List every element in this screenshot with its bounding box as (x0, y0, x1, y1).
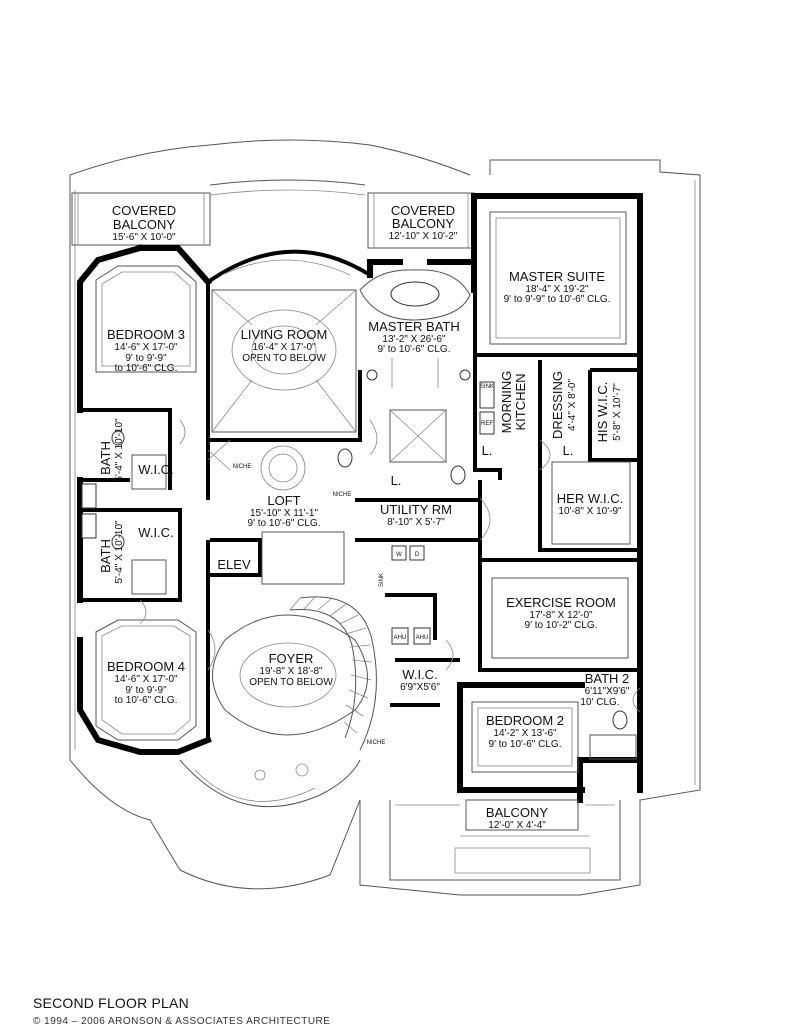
exercise-dim: 17'-8" X 12'-0" (529, 610, 593, 621)
dryer-label: D (415, 552, 420, 558)
his-wic-dim: 5'-8" X 10'-7" (612, 383, 623, 441)
linen-label-1: L. (391, 473, 402, 488)
ceiling-outlines (95, 211, 631, 773)
utility-sink-label: SINK (379, 573, 385, 587)
bedroom2-name: BEDROOM 2 (486, 713, 564, 728)
dressing-name: DRESSING (550, 371, 565, 439)
bedroom4-name: BEDROOM 4 (107, 659, 185, 674)
plan-title: SECOND FLOOR PLAN (33, 995, 189, 1011)
bath2-dim: 6'11"X9'6" (585, 686, 630, 697)
loft-dim: 15'-10" X 11'-1" (250, 508, 318, 519)
morning-kitchen-line2: KITCHEN (513, 373, 528, 430)
bedroom3-name: BEDROOM 3 (107, 327, 185, 342)
bath-lower-name: BATH (98, 539, 113, 573)
utility-name: UTILITY RM (380, 502, 452, 517)
loft-name: LOFT (267, 493, 300, 508)
elevator-name: ELEV (217, 557, 251, 572)
bath2-clg: 10' CLG. (580, 697, 619, 708)
linen-label-2: L. (482, 443, 493, 458)
master-bath-fixtures (337, 269, 471, 485)
covered-balcony-left-dim: 15'-6" X 10'-0" (112, 232, 176, 243)
foyer-note: OPEN TO BELOW (249, 677, 333, 688)
bedroom3-clg2: to 10'-6" CLG. (115, 363, 178, 374)
covered-balcony-left-line1: COVERED (112, 203, 176, 218)
front-balcony (389, 799, 621, 881)
covered-balcony-right-line2: BALCONY (392, 216, 454, 231)
morning-kitchen-line1: MORNING (499, 371, 514, 434)
master-bath-name: MASTER BATH (368, 319, 460, 334)
bath-upper-dim: 5'-4" X 10'-10" (114, 418, 125, 482)
niche-label-2: NICHE (333, 492, 352, 498)
wic-mid-dim: 6'9"X5'6" (400, 682, 440, 693)
interior-walls (80, 282, 642, 740)
foyer-dim: 19'-8" X 18'-8" (259, 666, 323, 677)
covered-balcony-right-dim: 12'-10" X 10'-2" (389, 231, 458, 242)
covered-balcony-right-line1: COVERED (391, 203, 455, 218)
bath-upper-name: BATH (98, 441, 113, 475)
bedroom4-clg1: 9' to 9'-9" (125, 685, 167, 696)
balcony-name: BALCONY (486, 805, 548, 820)
wic-upper-name: W.I.C. (138, 462, 173, 477)
outer-outline (69, 139, 701, 896)
room-labels: COVERED BALCONY 15'-6" X 10'-0" COVERED … (98, 203, 630, 831)
wic-lower-name: W.I.C. (138, 525, 173, 540)
bedroom3-dim: 14'-6" X 17'-0" (114, 342, 178, 353)
plan-copyright: © 1994 – 2006 ARONSON & ASSOCIATES ARCHI… (33, 1016, 331, 1027)
living-room-note: OPEN TO BELOW (242, 353, 326, 364)
bath2-name: BATH 2 (585, 671, 630, 686)
master-suite-clg: 9' to 9'-9" to 10'-6" CLG. (504, 294, 611, 305)
master-suite-dim: 18'-4" X 19'-2" (525, 284, 589, 295)
dressing-dim: 4'-4" X 8'-0" (567, 379, 578, 432)
wic-mid-name: W.I.C. (402, 667, 437, 682)
living-room-name: LIVING ROOM (241, 327, 328, 342)
ahu-label-2: AHU (416, 635, 429, 641)
bedroom3-clg1: 9' to 9'-9" (125, 353, 167, 364)
living-room-ceiling (211, 259, 357, 433)
foyer-area (179, 614, 368, 808)
bedroom2-dim: 14'-2" X 13'-6" (493, 728, 557, 739)
morning-kitchen-sink: SINK (480, 384, 494, 390)
master-suite-name: MASTER SUITE (509, 269, 605, 284)
bath-lower-dim: 5'-4" X 10'-10" (114, 520, 125, 584)
bedroom4-clg2: to 10'-6" CLG. (115, 695, 178, 706)
bedroom4-dim: 14'-6" X 17'-0" (114, 674, 178, 685)
her-wic-name: HER W.I.C. (557, 491, 623, 506)
bedroom2-clg: 9' to 10'-6" CLG. (489, 739, 562, 750)
ahu-label-1: AHU (394, 635, 407, 641)
master-bath-dim: 13'-2" X 26'-6" (382, 334, 446, 345)
her-wic-dim: 10'-8" X 10'-9" (558, 506, 622, 517)
loft-area (260, 445, 345, 585)
loft-clg: 9' to 10'-6" CLG. (248, 518, 321, 529)
master-bath-clg: 9' to 10'-6" CLG. (378, 344, 451, 355)
his-wic-name: HIS W.I.C. (595, 382, 610, 443)
door-swings (139, 419, 641, 713)
appliance-boxes (391, 381, 495, 645)
morning-kitchen-ref: REF (481, 421, 493, 427)
utility-dim: 8'-10" X 5'-7" (387, 517, 445, 528)
exercise-name: EXERCISE ROOM (506, 595, 616, 610)
covered-balcony-left-line2: BALCONY (113, 217, 175, 232)
linen-label-3: L. (563, 443, 574, 458)
foyer-name: FOYER (269, 651, 314, 666)
bath-fixtures (81, 430, 637, 760)
niche-label-1: NICHE (233, 464, 252, 470)
living-room-dim: 16'-4" X 17'-0" (252, 342, 316, 353)
washer-label: W (396, 552, 402, 558)
niche-label-3: NICHE (367, 740, 386, 746)
balcony-dim: 12'-0" X 4'-4" (488, 820, 546, 831)
exercise-clg: 9' to 10'-2" CLG. (525, 620, 598, 631)
